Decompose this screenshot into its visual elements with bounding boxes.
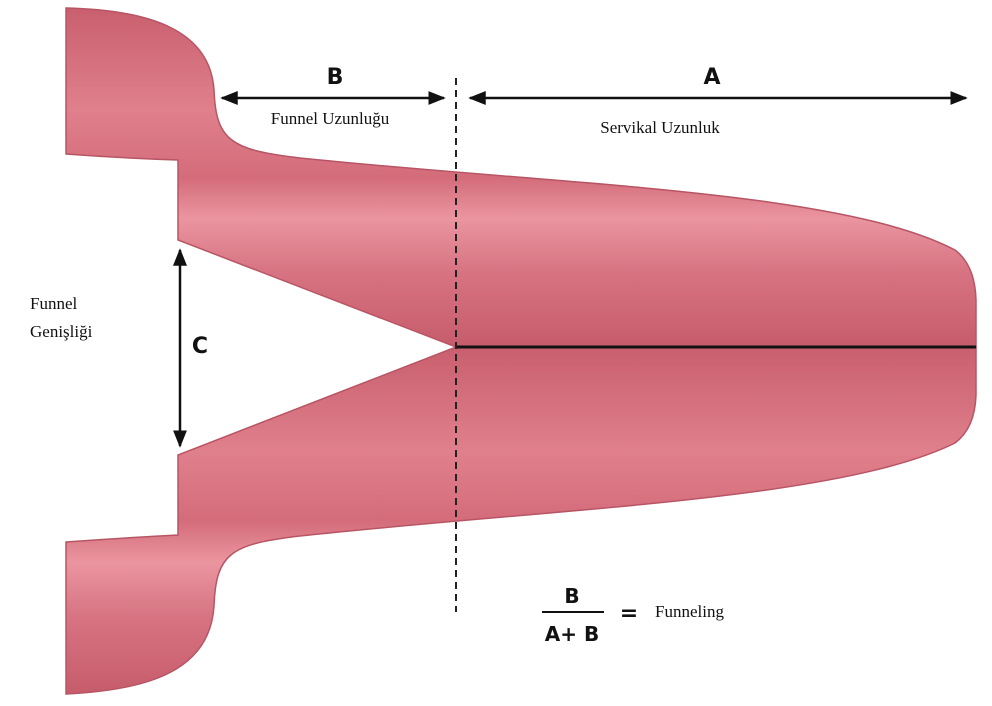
funneling-formula: B A+ B = Funneling [542, 584, 724, 646]
cervix-lower-half [66, 347, 976, 694]
funnel-width-label-line2: Genişliği [30, 322, 93, 341]
cervix-upper-half [66, 8, 976, 347]
cervical-length-label: Servikal Uzunluk [600, 118, 720, 137]
label-b: B [327, 65, 344, 90]
funnel-width-label-line1: Funnel [30, 294, 78, 313]
formula-result: Funneling [655, 602, 724, 621]
label-c: C [192, 334, 208, 359]
formula-equals: = [620, 601, 638, 626]
funnel-length-label: Funnel Uzunluğu [271, 109, 390, 128]
formula-numerator: B [564, 584, 579, 608]
formula-denominator: A+ B [545, 622, 599, 646]
label-a: A [703, 65, 720, 90]
